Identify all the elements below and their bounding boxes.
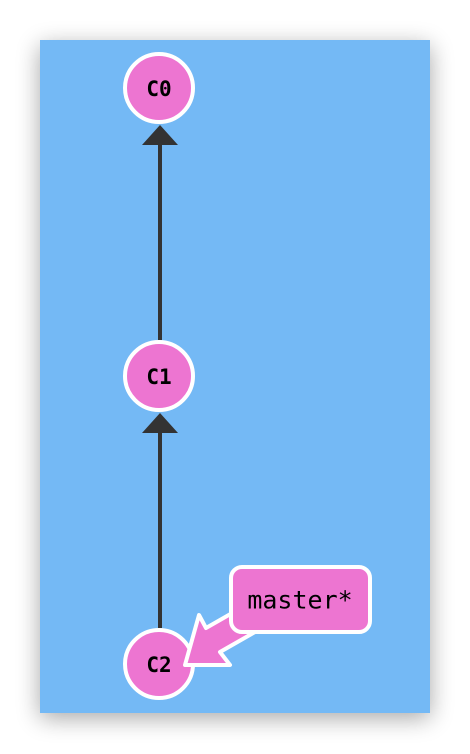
arrow-head-icon	[142, 125, 178, 145]
commit-label: C0	[146, 77, 171, 101]
commit-node-c0[interactable]: C0	[123, 52, 195, 124]
commit-node-c1[interactable]: C1	[123, 340, 195, 412]
branch-label-master[interactable]: master*	[229, 565, 372, 634]
arrow-head-icon	[142, 413, 178, 433]
commit-node-c2[interactable]: C2	[123, 628, 195, 700]
commit-label: C1	[146, 365, 171, 389]
branch-name: master*	[247, 586, 352, 615]
commit-label: C2	[146, 653, 171, 677]
edge-c2-to-c1	[142, 413, 178, 628]
edge-c1-to-c0	[142, 125, 178, 340]
